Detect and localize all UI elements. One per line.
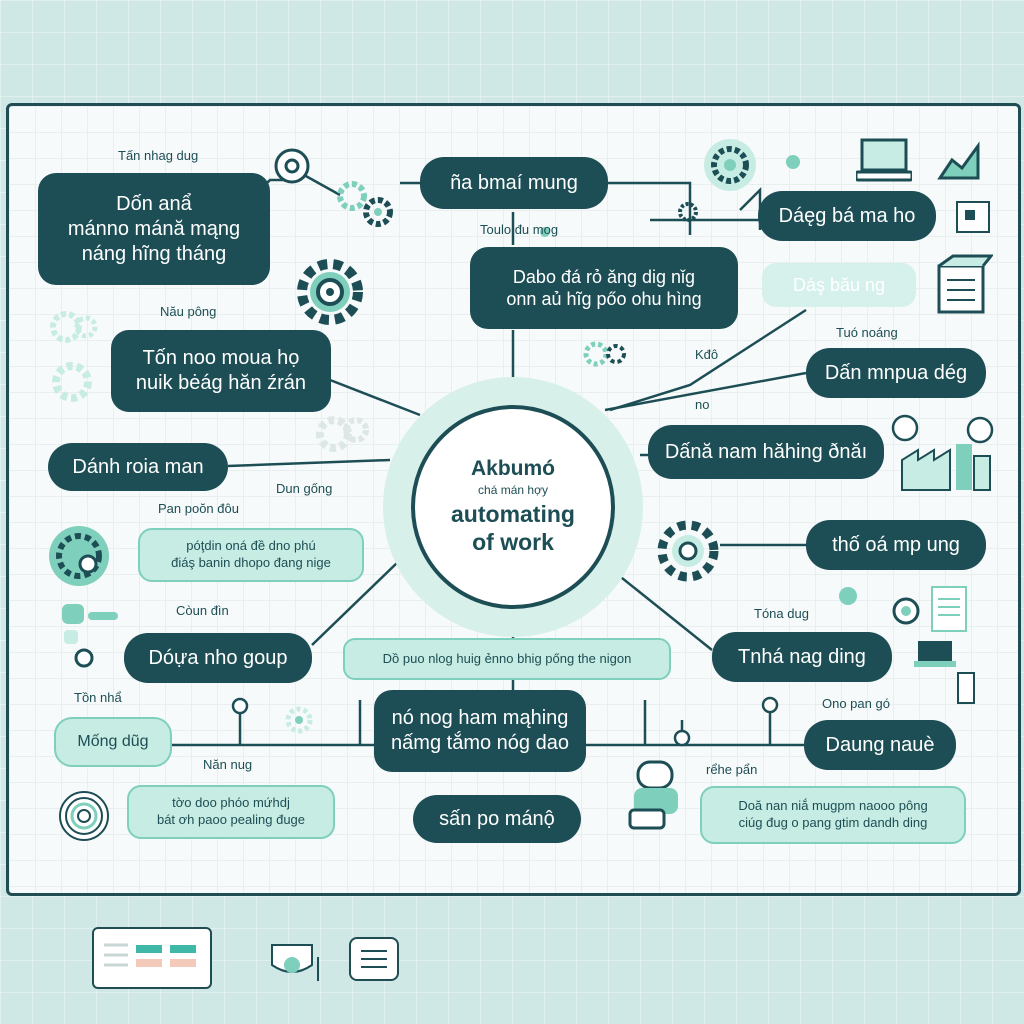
label-5: Còun đìn	[176, 603, 229, 618]
node-right-1[interactable]: Dáęg bá ma ho	[758, 191, 936, 241]
node-left-2[interactable]: Tốn noo moua họ nuik bėág hăn źrán	[111, 330, 331, 412]
list-document-button[interactable]	[349, 937, 399, 981]
gear-icon	[285, 706, 313, 734]
central-hub: Akbumó chá mán hợy automating of work	[383, 377, 643, 637]
label-8: Toulo đu mog	[480, 222, 559, 237]
label-12: Tóna dug	[754, 606, 809, 621]
document-icon	[956, 201, 990, 233]
node-mid-bottom-2[interactable]: sấn po mánộ	[413, 795, 581, 843]
central-heading-2: of work	[472, 529, 554, 555]
gear-icon	[583, 341, 626, 367]
box-icon	[937, 254, 993, 314]
gear-icon	[704, 139, 756, 191]
gear-icon	[678, 202, 698, 222]
node-top-center[interactable]: ña bmaí mung	[420, 157, 608, 209]
gear-icon	[52, 362, 92, 402]
node-light-left-2[interactable]: tờo doo phóo mứhdj bát ơh paoo pealing đ…	[127, 785, 335, 839]
chart-icon	[937, 141, 980, 180]
factory-icon	[901, 444, 991, 491]
gear-icon	[657, 520, 719, 582]
label-14: rểhe pẩn	[706, 762, 758, 777]
node-mid-bottom-1[interactable]: nó nog ham mąhing nấmg tắmo nóg dao	[374, 690, 586, 772]
gears-icon	[337, 181, 393, 227]
node-left-3[interactable]: Dánh roia man	[48, 443, 228, 491]
thumbnail-card[interactable]	[92, 927, 212, 989]
gear-icon	[297, 259, 363, 325]
gear-icon	[49, 526, 109, 586]
node-mid-1[interactable]: Dabo đá rỏ ǎng dig nǐg onn aủ hĩg pőo oh…	[470, 247, 738, 329]
camera-icon[interactable]	[268, 937, 332, 983]
label-4: Pan poŏn đôu	[158, 501, 239, 516]
list-icon	[361, 950, 387, 968]
node-right-2[interactable]: Dáş bău ng	[762, 263, 916, 307]
target-icon	[274, 148, 310, 184]
central-heading-1: automating	[451, 501, 575, 528]
node-right-6[interactable]: Tnhá nag ding	[712, 632, 892, 682]
central-hub-circle: Akbumó chá mán hợy automating of work	[411, 405, 615, 609]
node-light-mid[interactable]: Dồ puo nlog huig ẻnno bhig pőng the nigo…	[343, 638, 671, 680]
fingerprint-icon	[59, 791, 109, 841]
node-light-left-1[interactable]: póţdin oná đề dno phú điáş banin dhopo đ…	[138, 528, 364, 582]
label-2: Nău pông	[160, 304, 217, 319]
label-7: Năn nug	[203, 757, 253, 772]
central-subtitle: chá mán hợy	[478, 483, 548, 498]
central-title: Akbumó	[471, 457, 555, 481]
label-13: Ono pan gó	[822, 696, 890, 711]
node-right-5[interactable]: thố oá mp ung	[806, 520, 986, 570]
robot-icon	[628, 760, 678, 830]
node-light-right[interactable]: Doă nan niắ mugpm naooo pông ciúg đug o …	[700, 786, 966, 844]
label-9: Tuó noáng	[836, 325, 898, 340]
gear-icon	[50, 311, 98, 343]
node-right-3[interactable]: Dấn mnpua dég	[806, 348, 986, 398]
gear-icon	[316, 416, 369, 452]
label-3: Dun gống	[276, 481, 333, 496]
mug-icon	[62, 604, 118, 668]
node-right-7[interactable]: Daung nauè	[804, 720, 956, 770]
node-left-5[interactable]: Mống dũg	[54, 717, 172, 767]
label-1: Tấn nhag dug	[118, 148, 199, 163]
label-10: Kđô	[695, 347, 719, 362]
node-right-4[interactable]: Dấnă nam hǎhing ðnăı	[648, 425, 884, 479]
label-6: Tồn nhẩ	[74, 690, 122, 705]
label-11: no	[695, 397, 710, 412]
node-left-1[interactable]: Dốn anẩ mánno mánă mąng náng hĩng tháng	[38, 173, 270, 285]
document-icon	[892, 586, 975, 704]
node-left-4[interactable]: Dóựa nho goup	[124, 633, 312, 683]
thumbnail-preview-icon	[104, 943, 196, 967]
laptop-icon	[856, 138, 912, 182]
